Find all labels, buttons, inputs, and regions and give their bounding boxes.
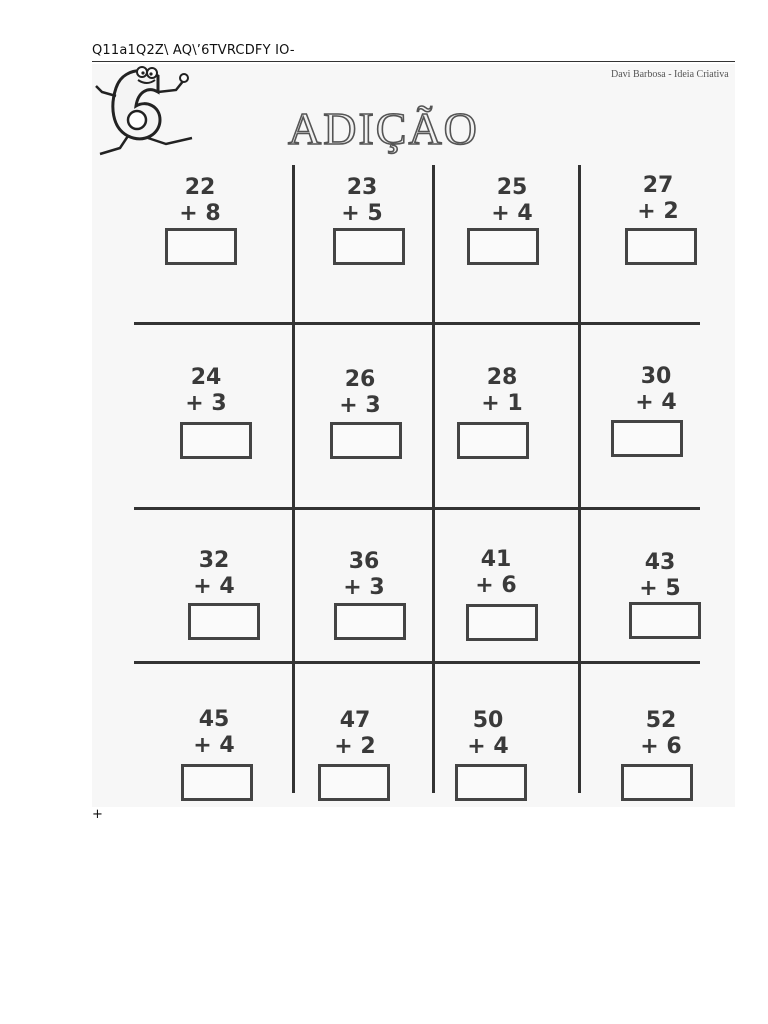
answer-box[interactable] (181, 764, 253, 801)
addition-problem: 32 + 4 (184, 548, 244, 600)
addend-2: + 3 (343, 575, 385, 600)
addend-1: 41 (480, 547, 512, 572)
grid-vline-1 (292, 165, 295, 793)
addend-1: 26 (344, 367, 376, 392)
addend-2: + 4 (467, 734, 509, 759)
addition-problem: 36 + 3 (334, 549, 394, 601)
grid-hline-3 (134, 661, 700, 664)
worksheet-title: ADIÇÃO (287, 103, 479, 154)
addend-1: 27 (642, 173, 674, 198)
addition-problem: 47 + 2 (325, 708, 385, 760)
grid-hline-2 (134, 507, 700, 510)
answer-box[interactable] (611, 420, 683, 457)
addend-1: 50 (472, 708, 504, 733)
addend-1: 22 (184, 175, 216, 200)
addend-2: + 1 (481, 391, 523, 416)
grid-vline-2 (432, 165, 435, 793)
footer-plus-mark: + (92, 807, 103, 822)
addend-1: 32 (198, 548, 230, 573)
addend-2: + 4 (635, 390, 677, 415)
addend-1: 25 (496, 175, 528, 200)
addend-2: + 3 (339, 393, 381, 418)
addition-problem: 24 + 3 (176, 365, 236, 417)
addend-1: 43 (644, 550, 676, 575)
addend-1: 36 (348, 549, 380, 574)
addend-1: 52 (645, 708, 677, 733)
answer-box[interactable] (330, 422, 402, 459)
addition-problem: 52 + 6 (631, 708, 691, 760)
addend-2: + 5 (639, 576, 681, 601)
addend-2: + 6 (640, 734, 682, 759)
page-header-text: Q11a1Q2Z\ AQ\’6TVRCDFY IO- (92, 43, 295, 58)
answer-box[interactable] (457, 422, 529, 459)
addition-problem: 50 + 4 (458, 708, 518, 760)
addend-2: + 3 (185, 391, 227, 416)
addition-problem: 41 + 6 (466, 547, 526, 599)
answer-box[interactable] (165, 228, 237, 265)
answer-box[interactable] (318, 764, 390, 801)
addend-1: 23 (346, 175, 378, 200)
grid-hline-1 (134, 322, 700, 325)
addend-1: 24 (190, 365, 222, 390)
addition-problem: 43 + 5 (630, 550, 690, 602)
addition-problem: 30 + 4 (626, 364, 686, 416)
addend-2: + 4 (491, 201, 533, 226)
answer-box[interactable] (333, 228, 405, 265)
addend-2: + 8 (179, 201, 221, 226)
addend-2: + 2 (637, 199, 679, 224)
header-rule (92, 61, 735, 62)
addition-problem: 25 + 4 (482, 175, 542, 227)
answer-box[interactable] (334, 603, 406, 640)
addition-problem: 23 + 5 (332, 175, 392, 227)
addition-problem: 28 + 1 (472, 365, 532, 417)
grid-vline-3 (578, 165, 581, 793)
addend-1: 30 (640, 364, 672, 389)
answer-box[interactable] (466, 604, 538, 641)
addition-problem: 27 + 2 (628, 173, 688, 225)
answer-box[interactable] (621, 764, 693, 801)
answer-box[interactable] (629, 602, 701, 639)
addend-1: 28 (486, 365, 518, 390)
addition-problem: 26 + 3 (330, 367, 390, 419)
answer-box[interactable] (467, 228, 539, 265)
addition-problem: 22 + 8 (170, 175, 230, 227)
addend-2: + 2 (334, 734, 376, 759)
number-six-mascot-icon (95, 66, 193, 156)
addition-problem: 45 + 4 (184, 707, 244, 759)
addend-1: 45 (198, 707, 230, 732)
answer-box[interactable] (625, 228, 697, 265)
addend-2: + 4 (193, 733, 235, 758)
answer-box[interactable] (188, 603, 260, 640)
addend-1: 47 (339, 708, 371, 733)
answer-box[interactable] (455, 764, 527, 801)
addend-2: + 6 (475, 573, 517, 598)
addend-2: + 4 (193, 574, 235, 599)
addend-2: + 5 (341, 201, 383, 226)
answer-box[interactable] (180, 422, 252, 459)
author-credit: Davi Barbosa - Ideia Criativa (611, 69, 729, 80)
